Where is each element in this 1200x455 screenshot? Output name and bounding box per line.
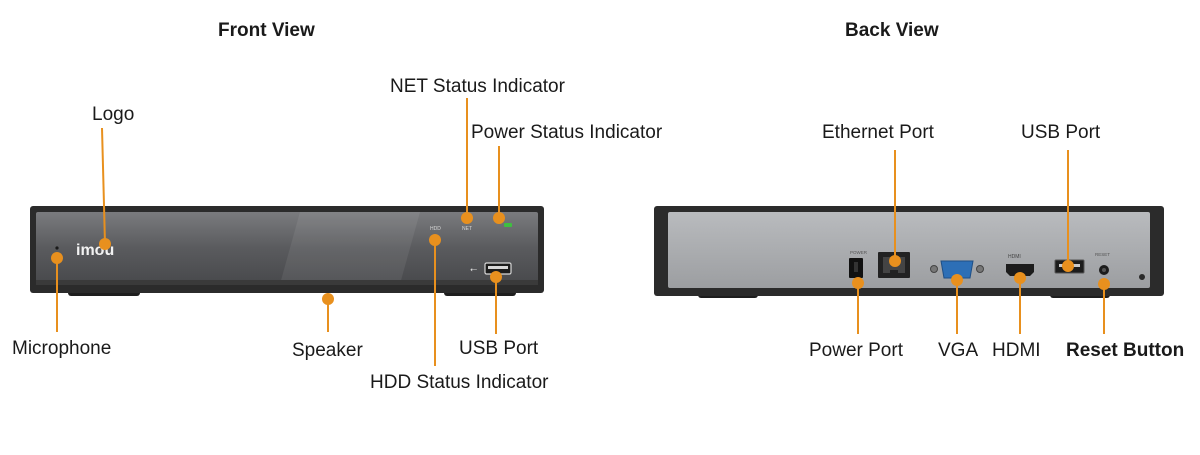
vga-callout-dot [951,274,963,286]
speaker-callout-dot [322,293,334,305]
speaker-label: Speaker [292,340,363,361]
microphone-hole [55,246,59,250]
microphone-label: Microphone [12,338,112,359]
reset-button-label: Reset Button [1066,340,1185,361]
back-device: POWER HDMI RESET [654,206,1164,298]
ethernet-port-label: Ethernet Port [822,122,934,143]
back-view-title: Back View [845,20,939,41]
hdmi-label: HDMI [992,340,1041,361]
front-view-title: Front View [218,20,315,41]
reset-port-label: RESET [1095,252,1110,257]
power-port-callout-dot [852,277,864,289]
hdd-status-indicator-label: HDD Status Indicator [370,372,549,393]
back-usb-callout-dot [1062,260,1074,272]
microphone-callout-dot [51,252,63,264]
reset-callout-dot [1098,278,1110,290]
back-callout-leaders [852,150,1110,334]
front-panel [36,212,538,284]
front-usb-callout-dot [490,271,502,283]
hdmi-callout-dot [1014,272,1026,284]
ethernet-callout-dot [889,255,901,267]
front-usb-port-label: USB Port [459,338,539,359]
front-usb-symbol: ⭠ [470,265,477,275]
power-port-label: Power Port [809,340,903,361]
hdd-led-label: HDD [430,226,441,232]
power-status-callout-dot [493,212,505,224]
power-port-label: POWER [850,250,868,255]
back-usb-port-label: USB Port [1021,122,1101,143]
power-led [504,223,512,227]
vga-label: VGA [938,340,979,361]
front-panel-reflection [280,212,420,284]
front-bottom-strip [36,280,538,285]
logo-callout-dot [99,238,111,250]
logo-label: Logo [92,104,135,125]
power-status-indicator-label: Power Status Indicator [471,122,663,143]
vga-connector [940,260,974,279]
ground-screw [1139,274,1145,280]
hdmi-port-label: HDMI [1008,254,1021,260]
net-led-label: NET [462,226,472,232]
hdd-callout-dot [429,234,441,246]
net-callout-dot [461,212,473,224]
front-callout-leaders [51,98,505,366]
hdmi-connector [1006,264,1034,276]
net-status-indicator-label: NET Status Indicator [390,76,565,97]
